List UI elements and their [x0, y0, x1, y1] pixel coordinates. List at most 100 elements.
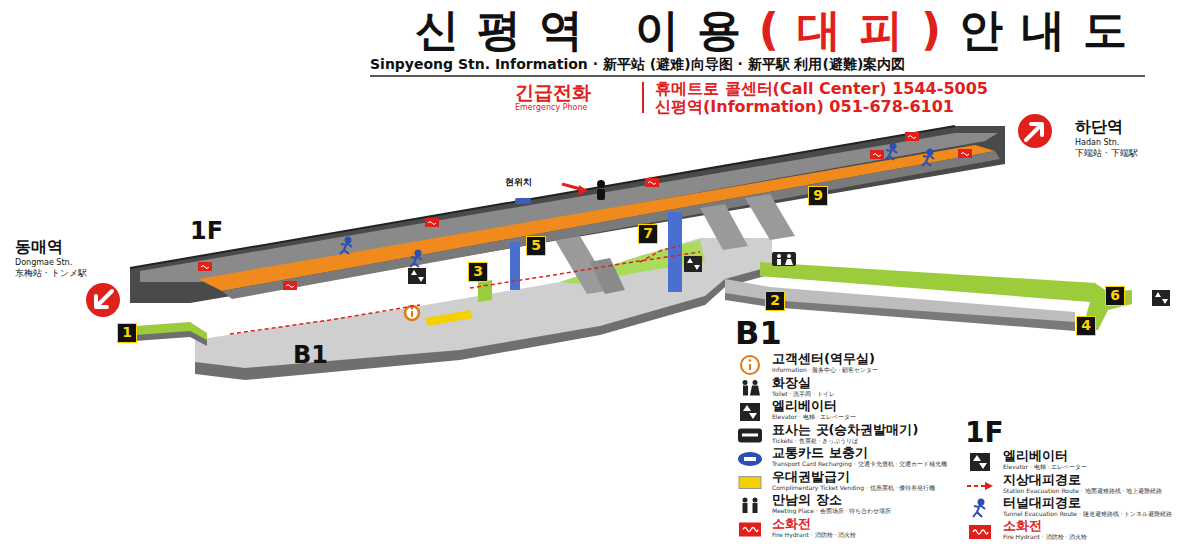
map-g [969, 525, 991, 539]
map-g [967, 482, 993, 490]
map-rect [738, 429, 762, 443]
map-path [201, 136, 969, 288]
legend-subtext: Elevator · 电梯 · エレベーター [772, 414, 856, 421]
map-path [687, 258, 700, 270]
station-name-en: Dongmae Stn. [15, 259, 72, 268]
map-rect [684, 256, 702, 272]
map-path [1026, 124, 1042, 140]
map-circle [777, 254, 781, 258]
map-rect [777, 259, 781, 265]
toilet-icon [772, 252, 796, 266]
stairs-and-pillars [510, 194, 795, 294]
map-line [967, 485, 987, 487]
map-rect [743, 503, 748, 513]
map-polygon [478, 280, 492, 302]
legend-text: 엘리베이터 [1003, 449, 1068, 463]
map-rect [740, 403, 760, 421]
map-polygon [985, 482, 993, 490]
exit-number: 1 [122, 324, 132, 340]
legend-text: 표사는 곳(승차권발매기) [772, 423, 918, 437]
subtitle: Sinpyeong Stn. Information · 新平站 (避难)向导图… [370, 57, 905, 72]
map-polygon [750, 386, 760, 396]
map-g [970, 453, 990, 471]
map-path [922, 155, 934, 166]
map-polygon [135, 322, 207, 340]
map-rect [668, 212, 682, 292]
station-name-cjk: 东梅站 · トンメ駅 [15, 269, 87, 279]
exit-number-box: 4 [1076, 316, 1096, 336]
map-line [130, 126, 955, 268]
legend-subtext: Information · 服务中心 · 顧客センター [772, 367, 878, 374]
legend-subtext: Tunnel Evacuation Route · 隧道避难路线 · トンネル避… [1003, 511, 1173, 518]
map-rect [597, 189, 605, 200]
title: 신평역 이용(대피)안내도 [415, 8, 1145, 52]
map-circle [86, 283, 120, 317]
exit-number-box: 1 [117, 323, 137, 343]
map-circle [1018, 114, 1052, 148]
exit-number: 3 [473, 263, 483, 279]
legend-subtext: Complimentary Ticket Vending · 优惠票机 · 優待… [772, 485, 935, 492]
exit-number-box: 5 [526, 236, 546, 256]
map-g [743, 498, 758, 514]
exit-number: 4 [1081, 317, 1091, 333]
map-polygon [745, 194, 795, 240]
emergency-heading: 긴급전화 [515, 82, 591, 103]
map-polygon [785, 259, 793, 265]
map-rect [510, 242, 520, 290]
map-polygon [425, 310, 473, 326]
legend-subtext: Tickets · 售票处 · きっぷうりば [772, 438, 858, 445]
title-part: (대피) [759, 4, 959, 55]
map-circle [405, 306, 419, 320]
legend-subtext: Transport Card Recharging · 交通卡充值机 · 交通カ… [772, 461, 947, 468]
exit-number: 6 [1110, 287, 1120, 303]
map-rect [743, 386, 748, 396]
floor-label: B1 [293, 342, 328, 368]
legend-text: 소화전 [772, 517, 811, 531]
legend-text: 터널대피경로 [1003, 496, 1081, 510]
map-polyline [470, 252, 700, 288]
legend-icons-b1 [738, 356, 762, 537]
legend-icons-1f [967, 453, 993, 539]
map-path [743, 528, 758, 532]
exit-number-box: 3 [468, 262, 488, 282]
map-polygon [578, 185, 588, 195]
map-circle [416, 251, 421, 256]
map-g [740, 403, 760, 421]
map-circle [743, 380, 748, 385]
legend-text: 우대권발급기 [772, 470, 850, 484]
legend-subtext: Fire Hydrant · 消防栓 · 消火栓 [1003, 534, 1087, 541]
map-path [410, 256, 422, 267]
map-rect [744, 457, 756, 461]
elevator-icons [408, 256, 1170, 306]
map-path [743, 405, 757, 419]
legend-text: 지상대피경로 [1003, 473, 1081, 487]
map-rect [969, 525, 991, 539]
exit-number-box: 9 [808, 186, 828, 206]
map-path [96, 291, 112, 307]
legend-text: 교통카드 보충기 [772, 446, 868, 460]
map-circle [979, 500, 984, 505]
title-part: 안내도 [959, 4, 1145, 55]
phone-number: 신평역(Information) 051-678-6101 [655, 98, 954, 116]
map-polygon [700, 204, 748, 250]
ground-evacuation-route [230, 246, 700, 334]
legend-subtext: Meeting Place · 会面场所 · 待ち合わせ場所 [772, 508, 892, 515]
map-rect [515, 198, 531, 204]
legend-subtext: Station Evacuation Route · 地面避难路线 · 地上避難… [1003, 488, 1162, 495]
map-path [973, 455, 987, 469]
map-circle [411, 307, 413, 309]
exit-number-box: 2 [765, 291, 785, 311]
map-circle [741, 356, 759, 374]
exit-number: 2 [770, 292, 780, 308]
map-g [743, 380, 761, 396]
station-name-cjk: 下端站 · 下端駅 [1075, 149, 1138, 159]
legend-text: 만남의 장소 [772, 493, 842, 507]
phone-number: 휴메트로 콜센터(Call Center) 1544-5005 [655, 80, 988, 98]
map-polygon [590, 258, 625, 294]
map-g [738, 429, 762, 443]
tunnel-evacuation-figures [340, 144, 934, 268]
fire-hydrants [198, 132, 972, 290]
legend-text: 소화전 [1003, 519, 1042, 533]
map-line [642, 82, 644, 113]
